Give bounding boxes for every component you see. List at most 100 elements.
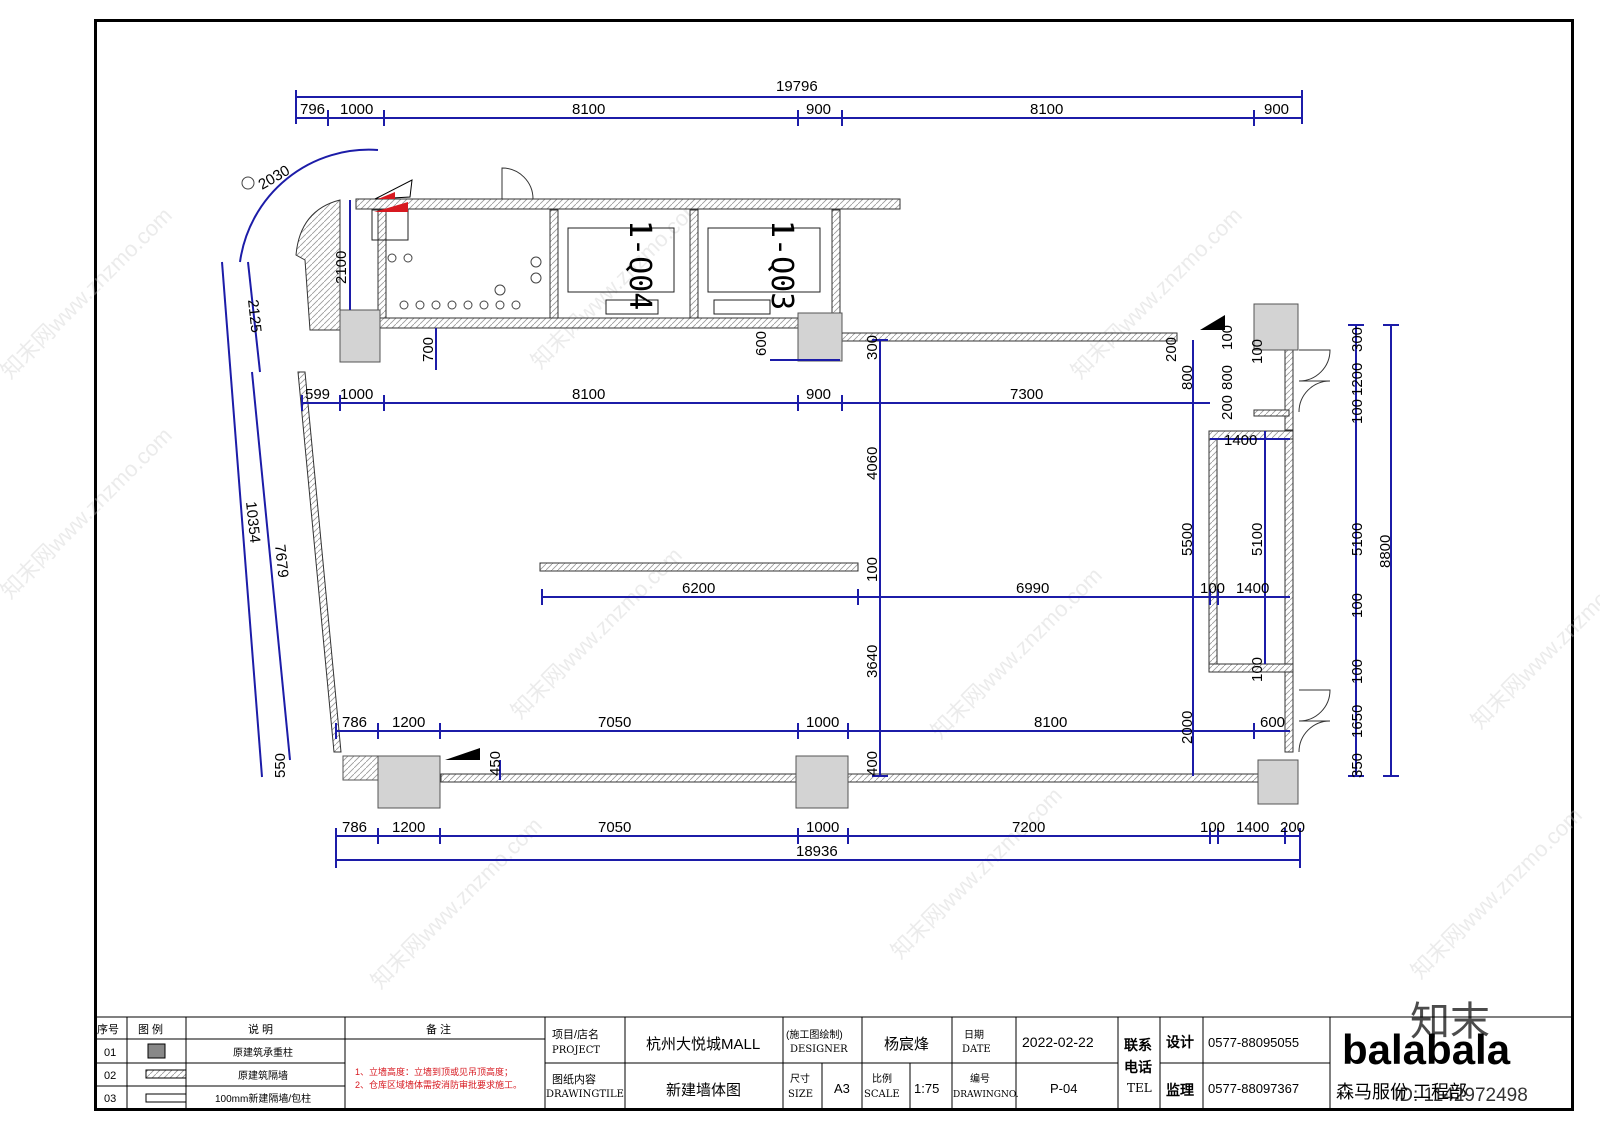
content-label: 图纸内容 <box>552 1072 596 1086</box>
legend-no: 01 <box>104 1047 116 1059</box>
date-label: 日期 <box>964 1029 984 1041</box>
legend-header: 备 注 <box>426 1022 451 1036</box>
tel-label-en: TEL <box>1127 1081 1152 1095</box>
dim-text: 1650 <box>1349 705 1366 738</box>
scale-value: 1:75 <box>914 1081 939 1096</box>
tel-label: 电话 <box>1124 1059 1152 1075</box>
dim-text: 1200 <box>392 819 425 836</box>
content-value: 新建墙体图 <box>666 1082 741 1099</box>
dim-text: 7200 <box>1012 819 1045 836</box>
dim-text: 100 <box>1249 657 1266 682</box>
designer-label-en: DESIGNER <box>790 1044 848 1055</box>
note-line: 2、仓库区域墙体需按消防审批要求施工。 <box>355 1079 522 1090</box>
dim-text: 800 <box>1219 365 1236 390</box>
legend-header: 图 例 <box>138 1022 163 1036</box>
scale-label-en: SCALE <box>864 1089 900 1100</box>
dim-text: 5500 <box>1179 523 1196 556</box>
watermark-text: 知末网www.znzmo.com <box>1406 802 1587 983</box>
dim-text: 1000 <box>340 386 373 403</box>
dim-text: 1000 <box>806 714 839 731</box>
dim-text: 1400 <box>1236 819 1269 836</box>
scale-label: 比例 <box>872 1072 892 1085</box>
dim-text: 600 <box>1260 714 1285 731</box>
number-value: P-04 <box>1050 1081 1077 1096</box>
dim-text: 786 <box>342 714 367 731</box>
dim-text: 1400 <box>1236 580 1269 597</box>
dim-text: 8100 <box>1030 101 1063 118</box>
tel-label: 联系 <box>1124 1037 1152 1053</box>
dim-text: 300 <box>864 335 881 360</box>
design-label: 设计 <box>1166 1034 1194 1050</box>
dim-text: 5100 <box>1349 523 1366 556</box>
dim-text: 900 <box>1264 101 1289 118</box>
walls <box>295 198 1294 783</box>
dim-text: 600 <box>753 331 770 356</box>
supervise-label: 监理 <box>1166 1082 1194 1098</box>
dim-total-bottom: 18936 <box>796 843 838 860</box>
watermark-overlay: 知末 ID: 1142972498 <box>1394 1000 1528 1106</box>
dim-text: 100 <box>1349 659 1366 684</box>
dim-text: 300 <box>1349 327 1366 352</box>
dim-text: 7050 <box>598 819 631 836</box>
dim-text: 10354 <box>242 501 263 544</box>
legend-header: 说 明 <box>248 1022 273 1036</box>
watermark-id: ID: 1142972498 <box>1394 1085 1528 1106</box>
title-block-texts: 序号 图 例 说 明 备 注 01 原建筑承重柱 02 原建筑隔墙 03 100… <box>97 1022 1511 1105</box>
project-label: 项目/店名 <box>552 1027 599 1041</box>
dim-text: 800 <box>1179 365 1196 390</box>
dim-text: 7300 <box>1010 386 1043 403</box>
fixture-circles <box>241 176 542 310</box>
dim-text: 200 <box>1219 395 1236 420</box>
section-markers <box>374 179 1225 760</box>
room-label: 1-Q03 <box>764 220 799 310</box>
watermark-text: 知末网www.znzmo.com <box>0 422 177 603</box>
watermark-text: 知末网www.znzmo.com <box>0 202 177 383</box>
dim-text: 8100 <box>572 386 605 403</box>
dim-text: 599 <box>305 386 330 403</box>
number-label-en: DRAWINGNO. <box>953 1090 1019 1100</box>
room-label: 1-Q04 <box>622 220 657 310</box>
dim-text: 8100 <box>1034 714 1067 731</box>
size-value: A3 <box>834 1081 850 1096</box>
dim-text: 900 <box>806 386 831 403</box>
dim-text: 200 <box>1280 819 1305 836</box>
dim-text: 100 <box>1349 399 1366 424</box>
dimension-ticks <box>295 90 1399 868</box>
dim-text: 700 <box>420 337 437 362</box>
dim-text: 2125 <box>244 299 264 334</box>
dim-text: 100 <box>1200 580 1225 597</box>
dim-text: 1000 <box>806 819 839 836</box>
dimension-lines <box>221 96 1392 861</box>
dim-text: 200 <box>1163 337 1180 362</box>
legend-swatches <box>145 1043 187 1103</box>
brand-logo: balabala <box>1342 1026 1511 1073</box>
dim-text: 3640 <box>864 645 881 678</box>
dim-text: 100 <box>1200 819 1225 836</box>
dim-text: 100 <box>1249 339 1266 364</box>
dim-text: 5100 <box>1249 523 1266 556</box>
dim-text: 900 <box>806 101 831 118</box>
dim-text: 400 <box>864 751 881 776</box>
project-label-en: PROJECT <box>552 1045 600 1056</box>
legend-no: 02 <box>104 1070 116 1082</box>
dimension-texts: 19796 796 1000 8100 900 8100 900 599 100… <box>242 78 1394 860</box>
dim-text: 1400 <box>1224 432 1257 449</box>
dim-text: 550 <box>272 753 289 778</box>
dim-text: 4060 <box>864 447 881 480</box>
watermark-text: 知末网www.znzmo.com <box>1066 202 1247 383</box>
watermark-text: 知末网www.znzmo.com <box>366 812 547 993</box>
dim-text: 2000 <box>1179 711 1196 744</box>
legend-desc: 原建筑承重柱 <box>233 1046 293 1059</box>
supervise-phone: 0577-88097367 <box>1208 1081 1299 1096</box>
legend-header: 序号 <box>97 1022 119 1036</box>
company-text: 森马服份 工程部 <box>1336 1082 1467 1102</box>
dim-text: 100 <box>864 557 881 582</box>
doors <box>501 167 1331 753</box>
dim-text: 1000 <box>340 101 373 118</box>
size-label: 尺寸 <box>790 1072 810 1085</box>
dim-text: 1200 <box>392 714 425 731</box>
dim-text: 2100 <box>333 251 350 284</box>
dim-text: 8100 <box>572 101 605 118</box>
dim-text: 2030 <box>256 162 293 193</box>
